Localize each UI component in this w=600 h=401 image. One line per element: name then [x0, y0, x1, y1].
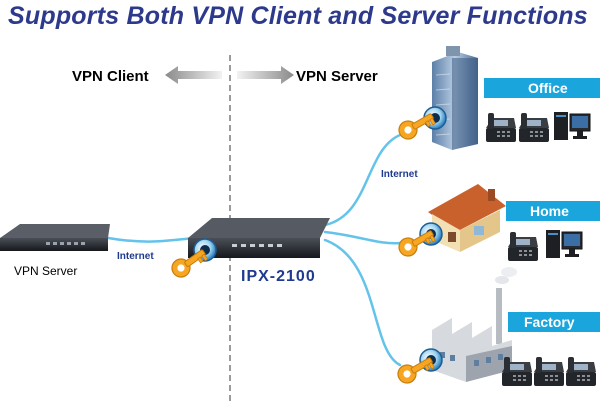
ip-phone-icon — [508, 232, 538, 261]
computer-icon — [553, 111, 591, 141]
arrow-left-icon — [165, 66, 222, 84]
office-building-icon — [432, 46, 478, 150]
vpn-server-device-label: VPN Server — [14, 264, 77, 278]
factory-icon — [432, 267, 517, 382]
vpn-server-mode-label: VPN Server — [296, 68, 378, 85]
ip-phone-icon — [534, 357, 564, 386]
ipx-2100-label: IPX-2100 — [241, 268, 316, 285]
factory-label: Factory — [524, 314, 575, 330]
cable-office — [323, 133, 402, 227]
ip-phone-icon — [502, 357, 532, 386]
vpn-client-label: VPN Client — [72, 68, 149, 85]
office-label-bg — [484, 78, 600, 98]
office-label: Office — [528, 80, 568, 96]
cable-home — [323, 230, 402, 245]
ip-phone-icon — [486, 113, 516, 142]
cable-factory — [323, 238, 402, 367]
home-label-bg — [506, 201, 600, 221]
page-title: Supports Both VPN Client and Server Func… — [8, 2, 588, 30]
arrow-right-icon — [237, 66, 294, 84]
vpn-server-device-icon — [0, 224, 110, 251]
internet-label-right: Internet — [381, 169, 418, 180]
ipx-2100-device-icon — [188, 218, 330, 258]
home-label: Home — [530, 203, 569, 219]
ip-phone-icon — [519, 113, 549, 142]
computer-icon — [545, 229, 583, 259]
cable-left — [106, 236, 197, 243]
internet-label-left: Internet — [117, 251, 154, 262]
factory-label-bg — [508, 312, 600, 332]
ip-phone-icon — [566, 357, 596, 386]
